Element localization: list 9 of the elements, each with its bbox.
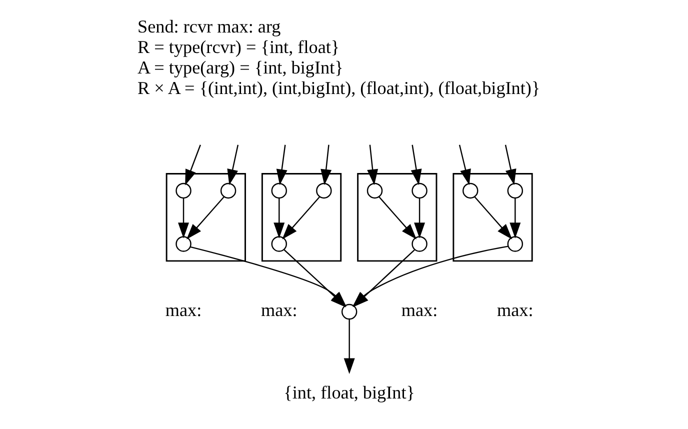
label: Send: rcvr max: arg — [137, 16, 280, 37]
label: A = type(arg) = {int, bigInt} — [137, 58, 343, 78]
node-text: {int, float, bigInt} — [283, 382, 414, 402]
label: R × A = {(int,int), (int,bigInt), (float,int), (float,bigInt)} — [137, 78, 540, 98]
node-label: max: — [260, 300, 297, 320]
node-label: max: — [400, 300, 438, 320]
node-label: max: — [164, 300, 202, 320]
label: R = type(rcvr) = {int, float} — [137, 37, 340, 58]
node-label: max: — [496, 300, 533, 320]
